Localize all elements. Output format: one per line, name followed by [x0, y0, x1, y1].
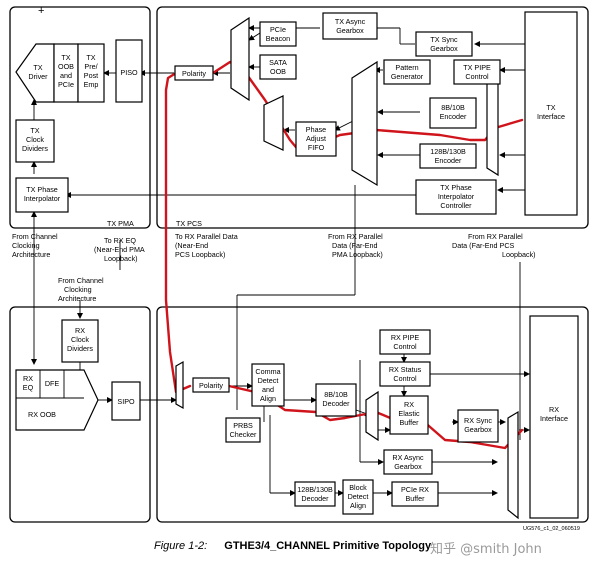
rx-eq-dfe-oob-block [15, 369, 99, 431]
rx-interface [529, 315, 579, 519]
mux-rx-1 [175, 360, 184, 410]
sata-oob [259, 54, 297, 80]
pattern-generator [383, 59, 431, 85]
mux-tx-2 [263, 95, 284, 151]
rx-clock-dividers [61, 319, 99, 363]
multiplexers [175, 16, 519, 520]
tx-async-gearbox [322, 12, 378, 40]
tx-polarity [174, 65, 214, 81]
rx-polarity [192, 377, 230, 393]
tx-clock-dividers [15, 119, 55, 163]
piso [115, 39, 143, 103]
mux-rx-2 [365, 390, 379, 442]
tx-pma-label: TX PMA [107, 219, 134, 228]
comma-detect-align [251, 363, 285, 407]
pcie-rx-buffer [391, 481, 439, 507]
transceiver-topology-diagram: + [9, 5, 589, 532]
figure-caption: Figure 1-2: GTHE3/4_CHANNEL Primitive To… [154, 540, 431, 552]
sipo [111, 381, 141, 421]
tx-8b10b-encoder [429, 97, 477, 129]
rx-elastic-buffer [389, 395, 429, 435]
rx-async-gearbox [383, 449, 433, 475]
figure-title: GTHE3/4_CHANNEL Primitive Topology [224, 540, 432, 552]
tx-pre-post-emp [77, 43, 105, 103]
figure-number: Figure 1-2: [154, 540, 208, 552]
watermark: 知乎 @smith John [430, 542, 542, 557]
tx-interface [524, 11, 578, 216]
block-detect-align [342, 479, 374, 515]
tx-pipe-control [453, 59, 501, 85]
phase-adjust-fifo [295, 121, 337, 157]
rx-status-control [379, 361, 431, 387]
pcie-beacon [259, 21, 297, 47]
rx-128b130b-decoder [294, 481, 336, 507]
mux-rx-3 [507, 410, 519, 520]
dfe-label: DFE [45, 379, 60, 388]
sipo-label: SIPO [117, 397, 135, 406]
tx-sync-gearbox [415, 31, 473, 57]
tx-128b130b-encoder [419, 143, 477, 169]
tx-pcs-label: TX PCS [176, 219, 202, 228]
figure-reference-code: UG576_c1_02_060519 [523, 526, 580, 532]
rx-polarity-label: Polarity [199, 381, 223, 390]
rx-pcs-frame [156, 306, 589, 523]
tx-oob-pcie [53, 43, 79, 103]
rx-8b10b-decoder [315, 383, 357, 417]
plus-mark: + [38, 5, 44, 17]
tx-phase-interpolator [15, 177, 69, 213]
tx-pcs-frame [156, 6, 589, 229]
tx-pma-frame [9, 6, 151, 229]
rx-oob-label: RX OOB [28, 410, 56, 419]
mux-tx-3 [351, 60, 378, 187]
piso-label: PISO [120, 68, 138, 77]
tx-phase-interpolator-controller [415, 179, 497, 215]
tx-polarity-label: Polarity [182, 69, 206, 78]
rx-pipe-control [379, 329, 431, 355]
prbs-checker [225, 417, 261, 443]
rx-sync-gearbox [457, 409, 499, 443]
mux-tx-1 [230, 16, 250, 102]
